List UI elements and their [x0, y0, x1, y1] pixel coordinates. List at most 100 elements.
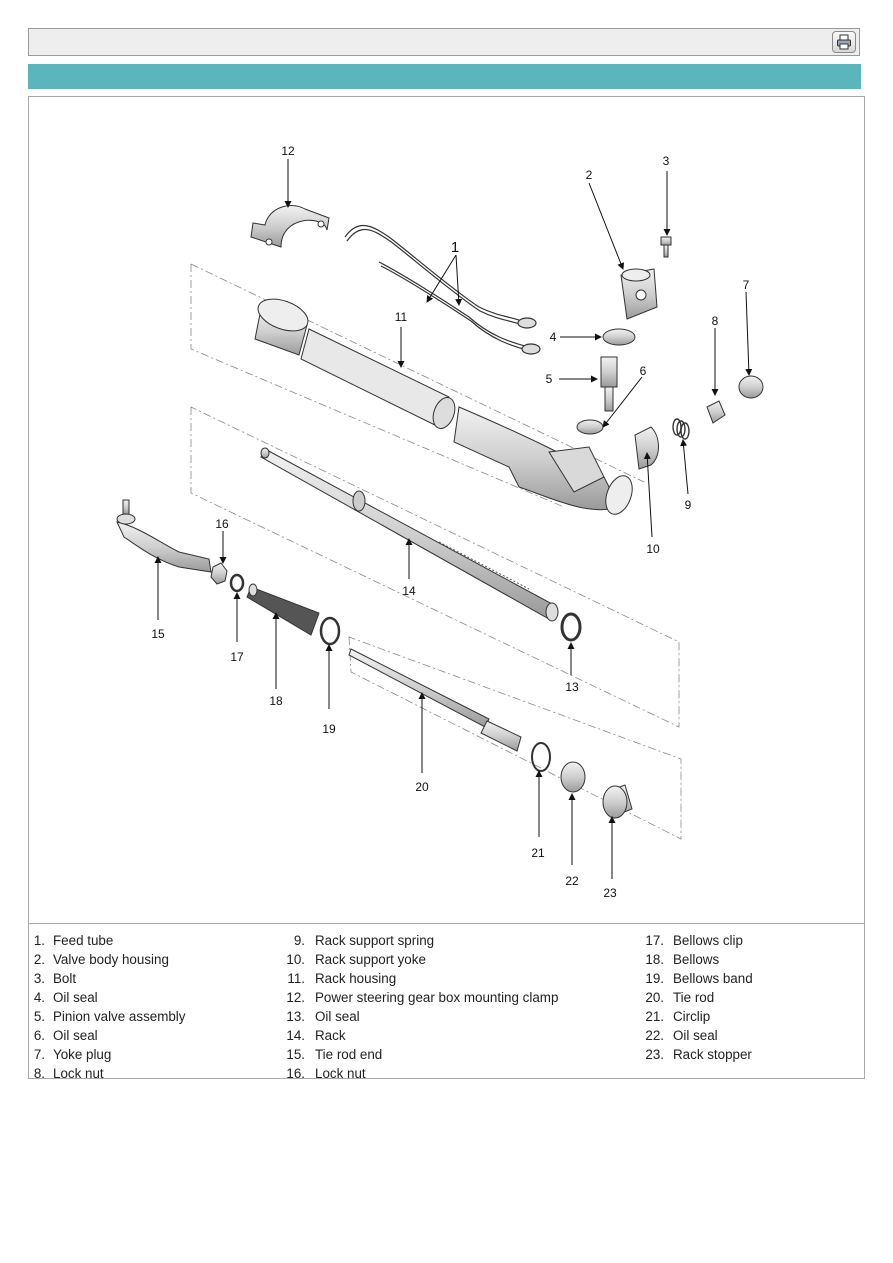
legend-item-number: 23.: [645, 1047, 664, 1062]
legend-item-label: Oil seal: [315, 1009, 360, 1024]
rack-part: [260, 447, 559, 622]
legend-item-label: Bellows clip: [673, 933, 743, 948]
legend-item-label: Lock nut: [53, 1066, 104, 1081]
rack-support-spring-part: [672, 418, 690, 440]
legend-item-label: Oil seal: [673, 1028, 718, 1043]
legend-item-number: 8.: [33, 1066, 45, 1081]
legend-item-label: Tie rod end: [315, 1047, 383, 1062]
callout-8: 8: [712, 314, 719, 328]
callout-23: 23: [603, 886, 617, 900]
callout-15: 15: [151, 627, 165, 641]
feed-tube-part: [344, 224, 541, 355]
bellows-part: [246, 583, 320, 636]
legend-item-number: 21.: [645, 1009, 664, 1024]
oil-seal-part: [560, 761, 586, 793]
callout-9: 9: [685, 498, 692, 512]
legend-item-number: 15.: [286, 1047, 305, 1062]
legend-item-label: Pinion valve assembly: [53, 1009, 186, 1024]
callout-22: 22: [565, 874, 579, 888]
legend-item-number: 14.: [286, 1028, 305, 1043]
legend-item-label: Oil seal: [53, 990, 98, 1005]
legend-item-number: 20.: [645, 990, 664, 1005]
lock-nut-part: [210, 562, 228, 585]
legend-item-label: Valve body housing: [53, 952, 169, 967]
callout-arrows: [154, 159, 753, 879]
print-icon: [837, 34, 851, 50]
legend-item-label: Rack stopper: [673, 1047, 752, 1062]
toolbar: [28, 28, 860, 56]
legend-item-number: 2.: [33, 952, 45, 967]
legend-item-label: Rack support spring: [315, 933, 435, 948]
callout-12: 12: [281, 144, 295, 158]
callout-18: 18: [269, 694, 283, 708]
legend-item-number: 13.: [286, 1009, 305, 1024]
legend-item-label: Bellows: [673, 952, 720, 967]
legend-item-number: 12.: [286, 990, 305, 1005]
callout-5: 5: [546, 372, 553, 386]
legend-item-number: 11.: [287, 971, 305, 986]
legend-item-number: 17.: [645, 933, 664, 948]
bellows-band-part: [319, 616, 341, 646]
legend-item-number: 16.: [286, 1066, 305, 1081]
callout-2: 2: [586, 168, 593, 182]
legend-item-label: Feed tube: [53, 933, 114, 948]
legend-item-label: Oil seal: [53, 1028, 98, 1043]
oil-seal-part: [602, 328, 636, 346]
callout-10: 10: [646, 542, 660, 556]
callout-11: 11: [395, 310, 408, 324]
callout-20: 20: [415, 780, 429, 794]
callout-7: 7: [743, 278, 750, 292]
legend-item-number: 1.: [33, 933, 45, 948]
callout-17: 17: [230, 650, 244, 664]
callout-16: 16: [215, 517, 229, 531]
legend-item-number: 7.: [33, 1047, 45, 1062]
legend-item-label: Power steering gear box mounting clamp: [315, 990, 559, 1005]
pinion-valve-part: [600, 356, 618, 412]
legend-item-number: 4.: [33, 990, 45, 1005]
legend-item-number: 3.: [33, 971, 45, 986]
callout-6: 6: [640, 364, 647, 378]
callout-13: 13: [565, 680, 579, 694]
circlip-part: [531, 742, 551, 772]
mounting-clamp-part: [250, 205, 330, 248]
oil-seal-part: [560, 612, 582, 642]
legend-item-number: 6.: [33, 1028, 45, 1043]
legend-item-number: 10.: [286, 952, 305, 967]
tie-rod-end-part: [116, 499, 212, 573]
legend-item-label: Tie rod: [673, 990, 715, 1005]
oil-seal-part: [576, 419, 604, 435]
legend-item-label: Rack: [315, 1028, 346, 1043]
callout-4: 4: [550, 330, 557, 344]
tie-rod-part: [348, 648, 522, 752]
legend-item-label: Lock nut: [315, 1066, 366, 1081]
callout-3: 3: [663, 154, 670, 168]
legend-item-number: 18.: [645, 952, 664, 967]
legend-item-number: 19.: [645, 971, 664, 986]
valve-body-housing-part: [620, 268, 658, 320]
rack-housing-part: [254, 298, 633, 515]
legend-item-number: 5.: [33, 1009, 45, 1024]
callout-14: 14: [402, 584, 416, 598]
legend-item-number: 22.: [645, 1028, 664, 1043]
yoke-plug-part: [738, 375, 764, 399]
callout-1: 1: [451, 239, 459, 256]
legend-item-label: Circlip: [673, 1009, 711, 1024]
rack-support-yoke-part: [634, 426, 659, 470]
legend-item-label: Bellows band: [673, 971, 753, 986]
lock-nut-part: [706, 400, 726, 424]
exploded-view-diagram: 1 2 3 4 5 6 7 8 9 10 11 12 13 14 15 16 1…: [116, 144, 764, 900]
bellows-clip-part: [229, 573, 245, 593]
legend-item-label: Yoke plug: [53, 1047, 112, 1062]
rack-stopper-part: [602, 784, 633, 819]
callout-19: 19: [322, 722, 336, 736]
print-button[interactable]: [832, 31, 856, 53]
legend-item-number: 9.: [293, 933, 305, 948]
legend-item-label: Rack support yoke: [315, 952, 426, 967]
legend-item-label: Bolt: [53, 971, 77, 986]
parts-legend: 1. Feed tube 2. Valve body housing 3. Bolt 4. O…: [29, 923, 864, 1081]
figure-box: 1 2 3 4 5 6 7 8 9 10 11 12 13 14 15 16 1…: [28, 96, 865, 1081]
bolt-part: [660, 236, 672, 258]
section-banner: [28, 64, 861, 89]
legend-item-label: Rack housing: [315, 971, 397, 986]
callout-21: 21: [531, 846, 545, 860]
